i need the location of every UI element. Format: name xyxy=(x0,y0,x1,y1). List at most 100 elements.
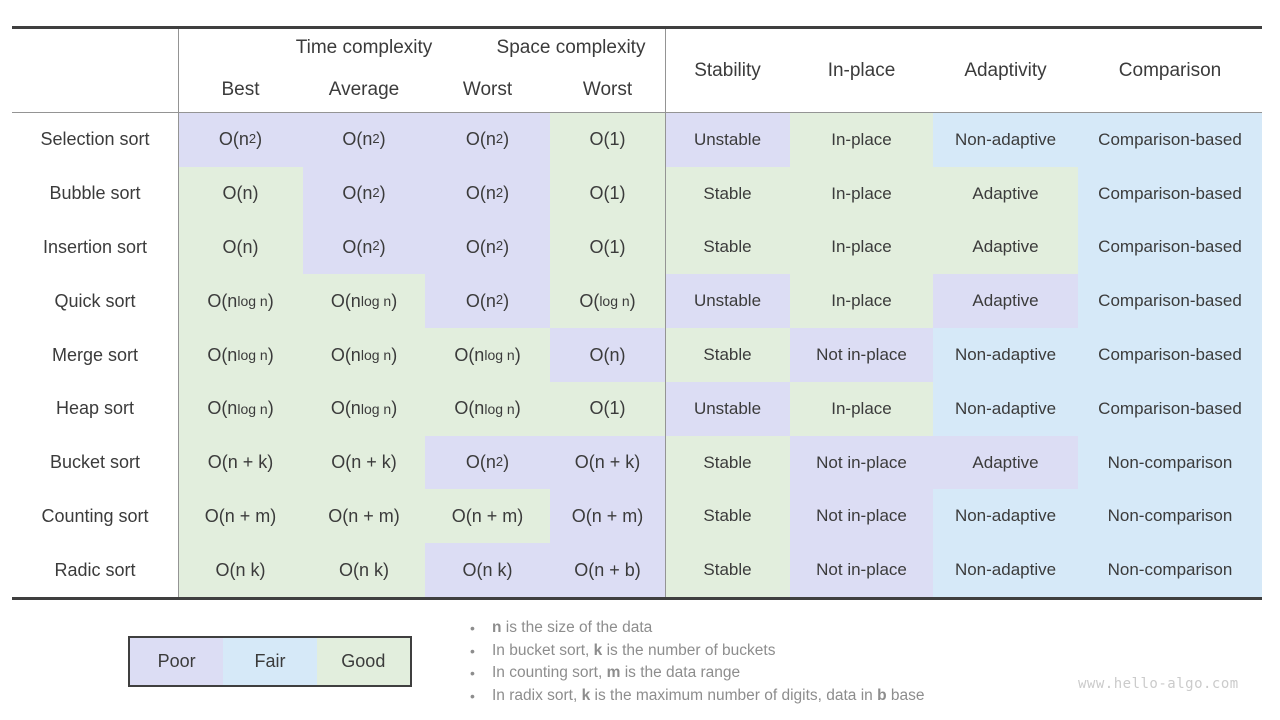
cell-comparison: Comparison-based xyxy=(1078,381,1262,436)
row-label: Bucket sort xyxy=(12,435,178,490)
note-item: •n is the size of the data xyxy=(470,617,924,640)
cell-in-place: In-place xyxy=(790,274,933,329)
note-item: •In bucket sort, k is the number of buck… xyxy=(470,640,924,663)
cell-comparison: Non-comparison xyxy=(1078,489,1262,544)
cell-time-worst: O(n + m) xyxy=(425,489,550,544)
cell-in-place: Not in-place xyxy=(790,543,933,598)
cell-comparison: Comparison-based xyxy=(1078,274,1262,329)
cell-adaptivity: Adaptive xyxy=(933,220,1078,275)
cell-time-worst: O(n log n) xyxy=(425,381,550,436)
cell-time-best: O(n log n) xyxy=(178,274,303,329)
cell-in-place: In-place xyxy=(790,220,933,275)
cell-time-best: O(n) xyxy=(178,220,303,275)
divider-space-stability xyxy=(665,29,666,597)
cell-in-place: Not in-place xyxy=(790,489,933,544)
cell-comparison: Comparison-based xyxy=(1078,328,1262,382)
cell-stability: Unstable xyxy=(665,113,790,167)
note-item: • In radix sort, k is the maximum number … xyxy=(470,685,924,708)
cell-comparison: Comparison-based xyxy=(1078,113,1262,167)
cell-adaptivity: Adaptive xyxy=(933,274,1078,329)
cell-comparison: Comparison-based xyxy=(1078,166,1262,221)
header-space-complexity: Space complexity xyxy=(496,37,646,58)
cell-time-worst: O(n k) xyxy=(425,543,550,598)
cell-space-worst: O(1) xyxy=(550,166,665,221)
note-item: •In counting sort, m is the data range xyxy=(470,662,924,685)
cell-in-place: Not in-place xyxy=(790,435,933,490)
cell-time-worst: O(n log n) xyxy=(425,328,550,382)
cell-stability: Unstable xyxy=(665,381,790,436)
cell-adaptivity: Adaptive xyxy=(933,166,1078,221)
legend-poor: Poor xyxy=(130,638,224,685)
cell-in-place: Not in-place xyxy=(790,328,933,382)
legend-good: Good xyxy=(316,638,410,685)
cell-stability: Unstable xyxy=(665,274,790,329)
cell-adaptivity: Non-adaptive xyxy=(933,328,1078,382)
cell-comparison: Non-comparison xyxy=(1078,435,1262,490)
row-label: Counting sort xyxy=(12,489,178,544)
cell-space-worst: O(n + m) xyxy=(550,489,665,544)
cell-stability: Stable xyxy=(665,489,790,544)
cell-stability: Stable xyxy=(665,435,790,490)
cell-stability: Stable xyxy=(665,220,790,275)
cell-space-worst: O(n + k) xyxy=(550,435,665,490)
row-label: Bubble sort xyxy=(12,166,178,221)
bullet-icon: • xyxy=(470,665,475,682)
header-in-place: In-place xyxy=(827,59,896,81)
bullet-icon: • xyxy=(470,642,475,659)
cell-time-best: O(n k) xyxy=(178,543,303,598)
bullet-icon: • xyxy=(470,687,475,704)
cell-time-average: O(n + k) xyxy=(303,435,425,490)
row-label: Selection sort xyxy=(12,113,178,167)
sub-header-space-worst: Worst xyxy=(582,79,633,100)
row-label: Radic sort xyxy=(12,543,178,598)
cell-adaptivity: Non-adaptive xyxy=(933,381,1078,436)
cell-time-best: O(n + m) xyxy=(178,489,303,544)
sub-header-time-worst: Worst xyxy=(462,79,513,100)
sub-header-time-average: Average xyxy=(328,79,400,100)
row-label: Heap sort xyxy=(12,381,178,436)
cell-stability: Stable xyxy=(665,328,790,382)
cell-time-average: O(n log n) xyxy=(303,381,425,436)
cell-in-place: In-place xyxy=(790,166,933,221)
cell-adaptivity: Non-adaptive xyxy=(933,113,1078,167)
cell-time-best: O(n log n) xyxy=(178,328,303,382)
watermark: www.hello-algo.com xyxy=(1078,676,1239,692)
notes-list: •n is the size of the data•In bucket sor… xyxy=(470,617,924,707)
header-time-complexity: Time complexity xyxy=(295,37,433,58)
cell-time-best: O(n + k) xyxy=(178,435,303,490)
cell-time-average: O(n k) xyxy=(303,543,425,598)
cell-adaptivity: Non-adaptive xyxy=(933,543,1078,598)
cell-time-best: O(n) xyxy=(178,166,303,221)
cell-in-place: In-place xyxy=(790,381,933,436)
cell-space-worst: O(1) xyxy=(550,220,665,275)
note-text: In radix sort, k is the maximum number o… xyxy=(492,686,925,704)
note-text: n is the size of the data xyxy=(492,619,653,636)
cell-comparison: Non-comparison xyxy=(1078,543,1262,598)
divider-labels-data xyxy=(178,29,179,597)
header-comparison: Comparison xyxy=(1118,59,1222,81)
header-stability: Stability xyxy=(694,59,761,81)
cell-time-average: O(n + m) xyxy=(303,489,425,544)
row-label: Insertion sort xyxy=(12,220,178,275)
